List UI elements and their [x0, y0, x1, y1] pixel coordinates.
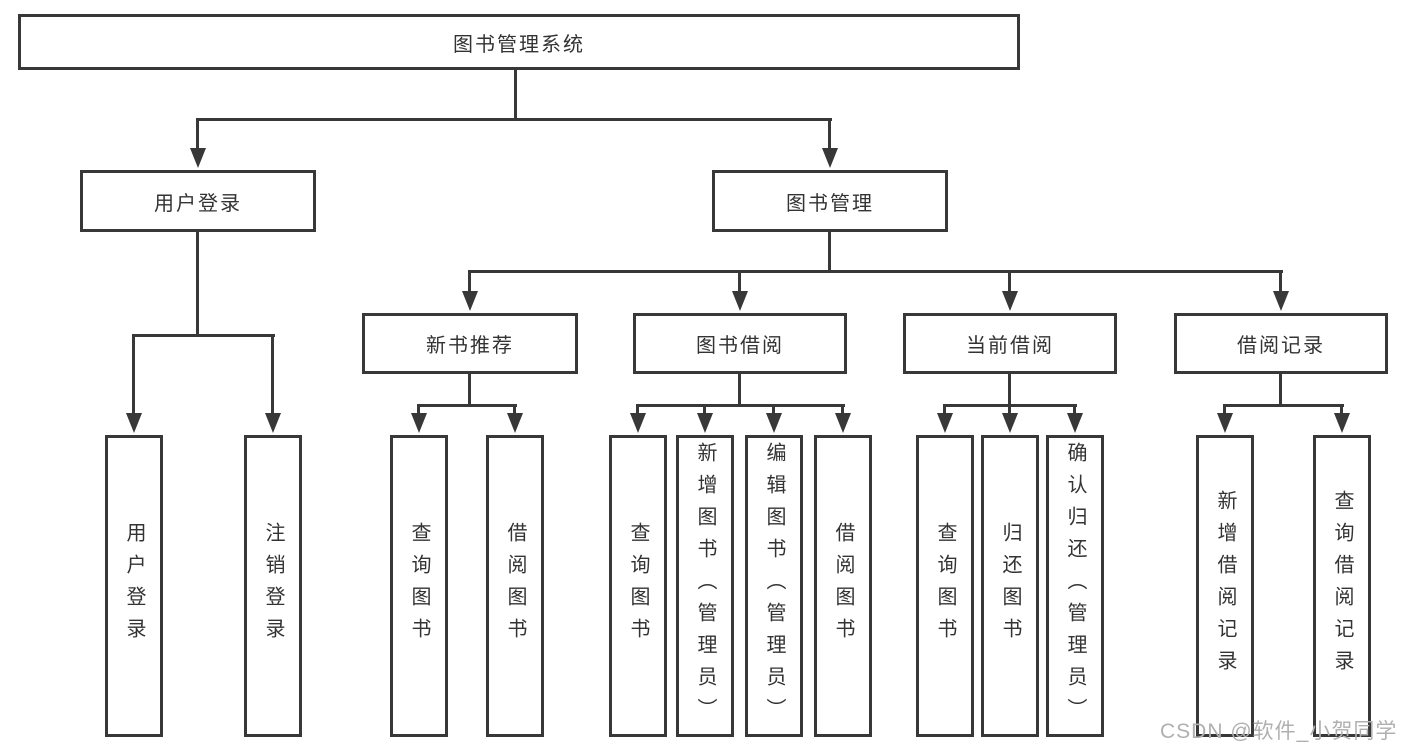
node-query-books: 查询图书	[916, 435, 974, 737]
node-label: 用户登录	[123, 522, 145, 650]
connector-line	[132, 334, 135, 415]
connector-line	[1008, 374, 1011, 406]
arrow-down-icon	[835, 413, 851, 433]
connector-line	[1223, 404, 1226, 416]
node-label: 查询借阅记录	[1331, 490, 1353, 682]
connector-line	[468, 270, 1283, 273]
connector-line	[738, 374, 741, 406]
node-label: 图书借阅	[696, 335, 784, 357]
connector-line	[468, 374, 471, 406]
connector-line	[196, 118, 832, 121]
node-label: 图书管理	[786, 192, 874, 215]
node-label: 新增图书（管理员）	[694, 442, 716, 730]
connector-line	[1008, 270, 1011, 293]
node-label: 确认归还（管理员）	[1064, 442, 1086, 730]
arrow-down-icon	[1273, 291, 1289, 311]
arrow-down-icon	[1002, 413, 1018, 433]
connector-line	[1279, 270, 1282, 293]
connector-line	[943, 404, 946, 416]
connector-line	[513, 404, 516, 416]
node-add-book-admin: 新增图书（管理员）	[676, 435, 734, 737]
node-current-borrowing: 当前借阅	[903, 313, 1117, 374]
arrow-down-icon	[1334, 413, 1350, 433]
node-return-book: 归还图书	[981, 435, 1039, 737]
node-label: 新增借阅记录	[1214, 490, 1236, 682]
connector-line	[1073, 404, 1076, 416]
arrow-down-icon	[190, 148, 206, 168]
node-label: 注销登录	[262, 522, 284, 650]
node-label: 查询图书	[408, 522, 430, 650]
node-borrowing-records: 借阅记录	[1174, 313, 1388, 374]
arrow-down-icon	[937, 413, 953, 433]
arrow-down-icon	[1002, 291, 1018, 311]
node-query-borrow-record: 查询借阅记录	[1313, 435, 1371, 737]
connector-line	[703, 404, 706, 416]
node-label: 图书管理系统	[453, 33, 585, 56]
node-label: 当前借阅	[966, 335, 1054, 357]
arrow-down-icon	[507, 413, 523, 433]
connector-line	[196, 232, 199, 336]
node-label: 借阅图书	[832, 522, 854, 650]
connector-line	[841, 404, 844, 416]
node-borrow-books: 借阅图书	[814, 435, 872, 737]
connector-line	[1223, 404, 1344, 407]
connector-line	[514, 70, 517, 120]
arrow-down-icon	[766, 413, 782, 433]
connector-line	[636, 404, 639, 416]
node-label: 新书推荐	[426, 335, 514, 357]
node-book-management: 图书管理	[712, 170, 948, 232]
arrow-down-icon	[1217, 413, 1233, 433]
connector-line	[772, 404, 775, 416]
node-query-books: 查询图书	[609, 435, 667, 737]
connector-line	[828, 118, 831, 152]
arrow-down-icon	[732, 291, 748, 311]
arrow-down-icon	[1067, 413, 1083, 433]
node-user-login-leaf: 用户登录	[105, 435, 163, 737]
connector-line	[738, 270, 741, 293]
node-label: 借阅记录	[1237, 335, 1325, 357]
connector-line	[468, 270, 471, 293]
node-label: 归还图书	[999, 522, 1021, 650]
connector-line	[417, 404, 517, 407]
connector-line	[132, 334, 275, 337]
node-label: 查询图书	[627, 522, 649, 650]
node-logout: 注销登录	[244, 435, 302, 737]
connector-line	[636, 404, 845, 407]
arrow-down-icon	[126, 413, 142, 433]
node-borrow-books: 借阅图书	[486, 435, 544, 737]
node-query-books: 查询图书	[390, 435, 448, 737]
node-book-borrowing: 图书借阅	[633, 313, 847, 374]
arrow-down-icon	[822, 148, 838, 168]
arrow-down-icon	[462, 291, 478, 311]
connector-line	[196, 118, 199, 152]
connector-line	[1340, 404, 1343, 416]
connector-line	[271, 334, 274, 415]
node-new-book-recommendation: 新书推荐	[362, 313, 578, 374]
arrow-down-icon	[630, 413, 646, 433]
arrow-down-icon	[697, 413, 713, 433]
node-add-borrow-record: 新增借阅记录	[1196, 435, 1254, 737]
arrow-down-icon	[411, 413, 427, 433]
node-user-login: 用户登录	[80, 170, 316, 232]
node-edit-book-admin: 编辑图书（管理员）	[745, 435, 803, 737]
connector-line	[1279, 374, 1282, 406]
node-label: 用户登录	[154, 192, 242, 215]
node-label: 查询图书	[934, 522, 956, 650]
node-label: 编辑图书（管理员）	[763, 442, 785, 730]
connector-line	[828, 232, 831, 272]
connector-line	[1008, 404, 1011, 416]
node-library-management-system: 图书管理系统	[18, 14, 1020, 70]
connector-line	[417, 404, 420, 416]
watermark-csdn: CSDN @软件_小贺同学	[1160, 720, 1398, 743]
node-label: 借阅图书	[504, 522, 526, 650]
arrow-down-icon	[265, 413, 281, 433]
node-confirm-return-admin: 确认归还（管理员）	[1046, 435, 1104, 737]
